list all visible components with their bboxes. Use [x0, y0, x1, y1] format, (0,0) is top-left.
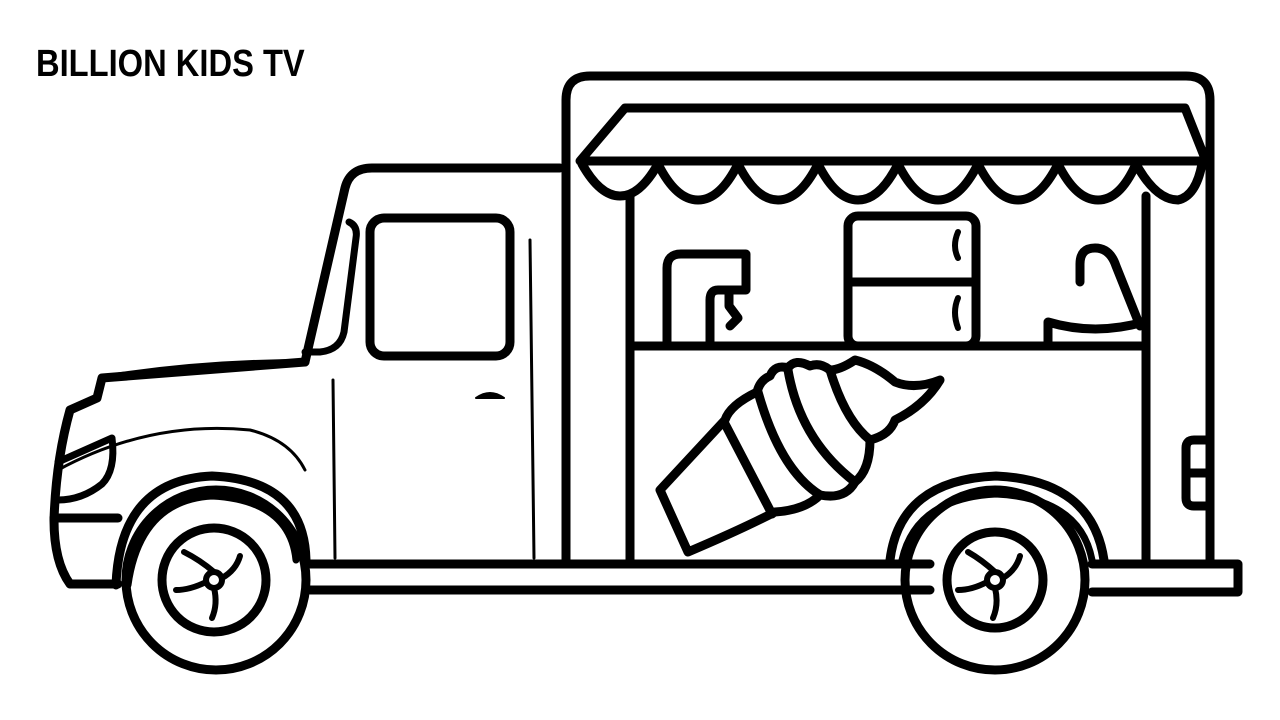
headlight [54, 434, 117, 504]
ice-cream-cone-decal [655, 355, 945, 557]
tail-light [1181, 435, 1215, 511]
faucet-icon [662, 249, 751, 347]
truck-cab [300, 163, 565, 560]
door-handle [475, 392, 505, 399]
truck-hood [49, 357, 310, 589]
fridge-icon [843, 211, 981, 351]
rear-wheel [885, 471, 1109, 675]
awning [575, 103, 1211, 205]
chassis [305, 559, 1243, 597]
ice-cream-scoop-icon [1043, 243, 1149, 347]
front-wheel [111, 471, 311, 675]
watermark-logo: BILLION KIDS TV [36, 43, 305, 85]
cab-window [365, 213, 515, 361]
truck-box-body [561, 71, 1215, 565]
